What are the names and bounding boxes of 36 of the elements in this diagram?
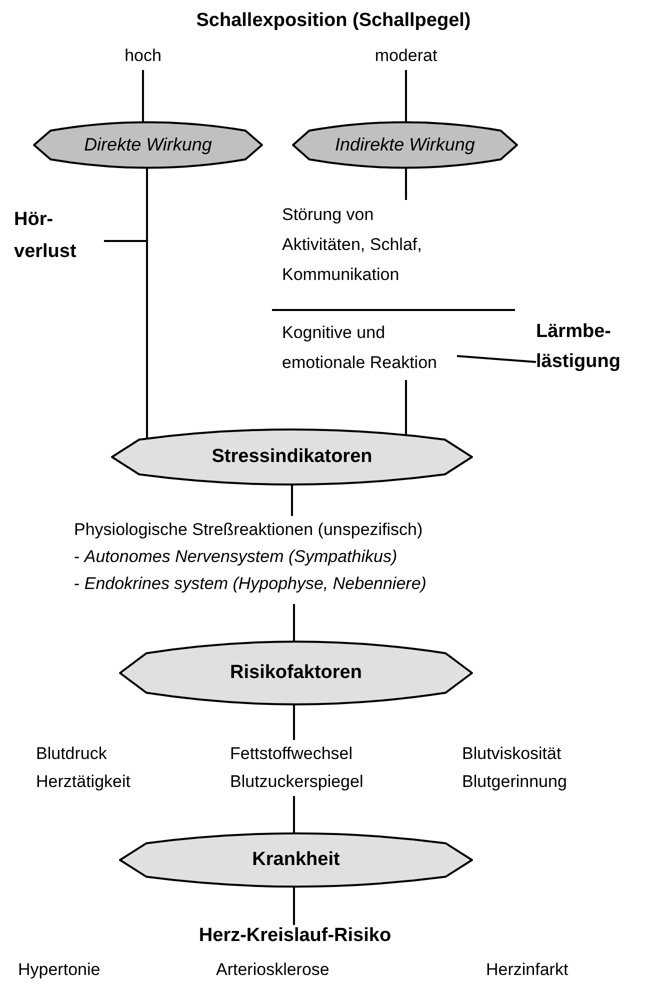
node-label: Indirekte Wirkung [334,134,476,156]
connector-line [142,70,144,122]
connector-line [293,887,295,925]
connector-line [293,604,295,641]
text-label: Herzinfarkt [486,960,568,980]
connector-line [293,705,295,740]
connector-line [293,796,295,833]
text-label: Blutgerinnung [462,771,567,793]
text-label: Fettstoffwechsel [230,743,353,765]
node-label: Risikofaktoren [229,662,363,684]
text-label: Lärmbe- lästigung [536,320,622,374]
connector-line [405,70,407,122]
text-label: Hypertonie [18,960,100,980]
text-label: hoch [124,46,162,66]
text-label: moderat [374,46,438,66]
text-label: Störung von Aktivitäten, Schlaf, Kommunikation [282,204,423,286]
text-label: Blutdruck [36,743,107,765]
text-label: Physiologische Streßreaktionen (unspezifisch) [74,519,423,541]
text-label: Herz-Kreislauf-Risiko [198,925,392,947]
text-label: Blutviskosität [462,743,562,765]
connector-line [291,485,293,516]
text-label: Hör- verlust [14,208,78,264]
node-label: Stressindikatoren [210,446,374,468]
node-label: Krankheit [251,849,341,871]
diagram-title: Schallexposition (Schallpegel) [196,10,471,31]
connector-line [456,355,536,363]
connector-line [405,380,407,436]
connector-line [405,168,407,200]
connector-line [146,168,148,440]
text-label: Kognitive und emotionale Reaktion [282,322,438,374]
text-label: - Endokrines system (Hypophyse, Nebenniere) [74,573,426,595]
text-label: Arteriosklerose [216,960,330,980]
text-label: Blutzuckerspiegel [230,771,364,793]
node-label: Direkte Wirkung [83,134,213,156]
text-label: - Autonomes Nervensystem (Sympathikus) [74,546,398,568]
text-label: Herztätigkeit [36,771,130,793]
